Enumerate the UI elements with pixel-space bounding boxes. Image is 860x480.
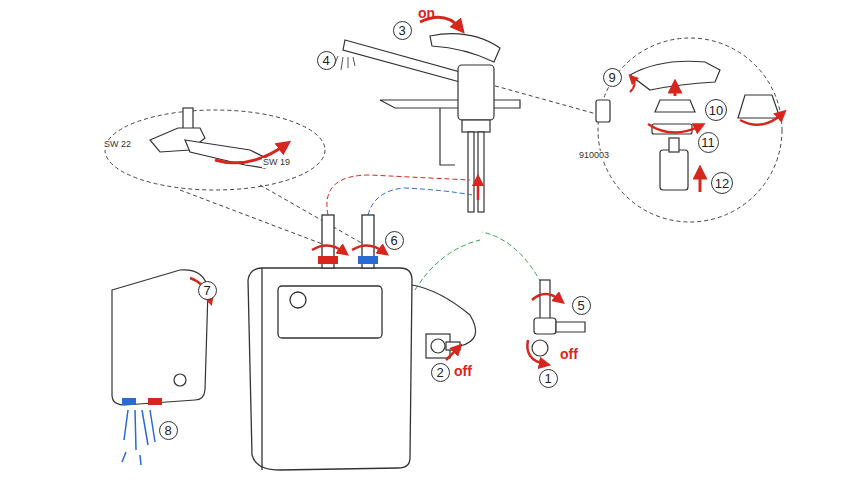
callout-number: 2 [431,363,450,382]
callout-text: 9 [608,71,615,84]
part-label: SW 22 [103,140,132,150]
callout-number: 3 [393,21,412,40]
state-label: off [560,347,578,362]
callout-text: 5 [577,299,584,312]
state-label: on [418,6,435,21]
callout-text: 4 [322,54,329,67]
callout-number: 9 [603,68,622,87]
callout-number: 12 [711,172,733,194]
state-label: off [454,364,472,379]
callout-number: 8 [159,421,178,440]
callout-text: 7 [203,284,210,297]
callout-number: 11 [698,132,719,153]
part-label: SW 19 [262,158,291,168]
callout-text: 11 [701,136,715,149]
callout-text: 8 [164,424,171,437]
part-label: 910003 [578,151,610,161]
callout-number: 5 [572,296,591,315]
callout-text: 1 [544,372,551,385]
callout-number: 10 [705,99,727,121]
callout-text: 2 [436,366,443,379]
callout-text: 10 [709,104,723,117]
callout-number: 4 [317,51,336,70]
callout-number: 7 [198,281,217,300]
callout-text: 12 [715,177,729,190]
callout-number: 1 [539,369,558,388]
callout-number: 6 [385,231,404,250]
callout-text: 3 [398,24,405,37]
callout-text: 6 [390,234,397,247]
